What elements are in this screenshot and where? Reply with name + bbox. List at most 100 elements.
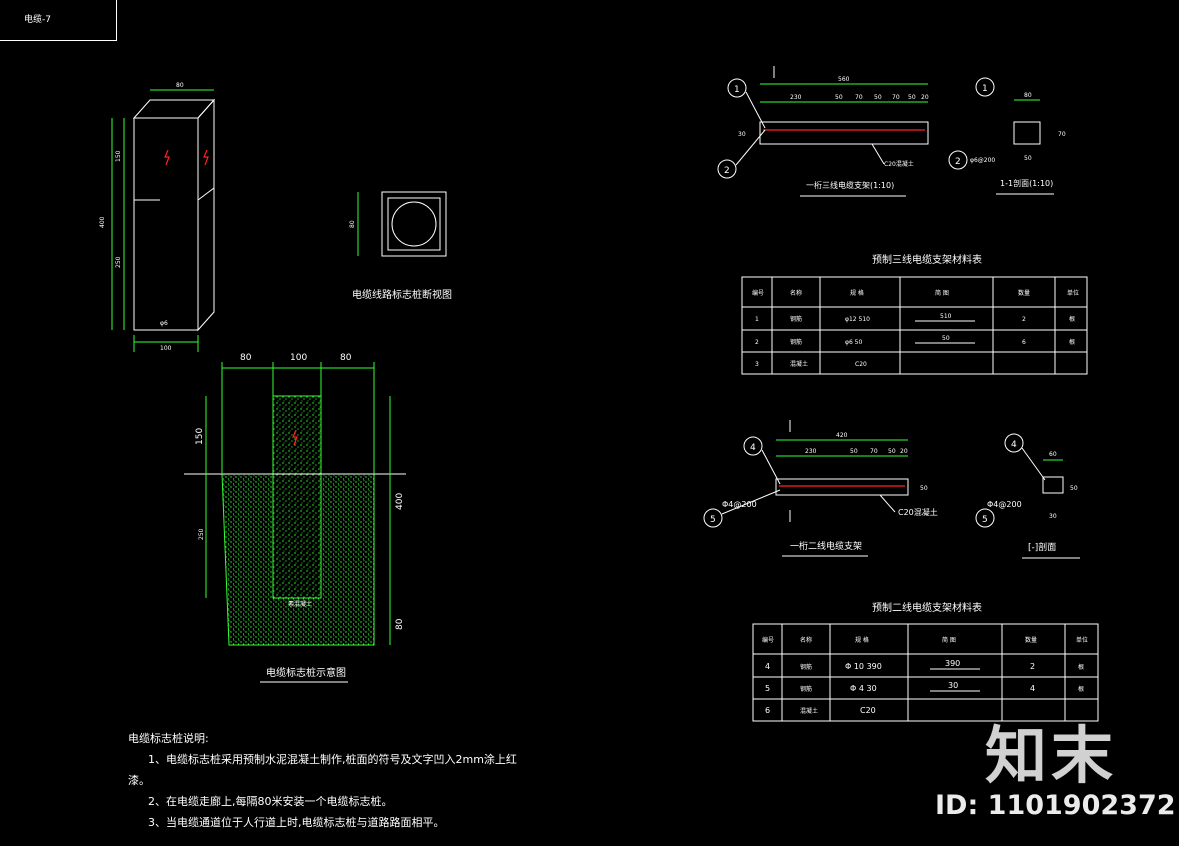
two-section-top: 60 [1049, 451, 1057, 458]
circle-4b-icon [1004, 433, 1024, 453]
svg-text:2: 2 [955, 157, 961, 167]
two-section-title: [-]剖面 [1028, 541, 1056, 553]
note-item-2: 2、在电缆走廊上,每隔80米安装一个电缆标志桩。 [148, 795, 393, 808]
t1-h0: 编号 [752, 289, 764, 297]
pile-dim-mid: 100 [290, 353, 307, 363]
three-height: 30 [738, 131, 746, 138]
circle-4-icon [743, 436, 763, 456]
table1-title: 预制三线电缆支架材料表 [872, 253, 982, 266]
t2-r1c0: 5 [765, 684, 770, 693]
t1-r1c4: 6 [1022, 339, 1026, 346]
three-wire-bracket: 560 230 50 70 50 70 50 20 30 1 2 C20混凝土 … [717, 66, 1066, 197]
t1-r0c5: 根 [1069, 315, 1075, 323]
note-item-1b: 漆。 [128, 774, 150, 787]
marker-plan-view: 80 电缆线路标志桩断视图 [349, 191, 452, 301]
marker-dim-upper: 150 [115, 150, 122, 162]
t1-h2: 规 格 [850, 289, 864, 297]
circle-5-icon [703, 508, 723, 528]
t1-r2c1: 混凝土 [790, 360, 808, 368]
three-rebar-label: φ6@200 [970, 157, 995, 164]
t1-h3: 简 图 [935, 289, 949, 297]
two-wire-bracket: 420 230 50 70 50 20 50 4 5 Φ4@200 C20混凝土… [703, 420, 1080, 559]
two-section-rebar: Φ4@200 [987, 500, 1022, 509]
t1-r0c0: 1 [755, 316, 759, 323]
sheet-tag-box: 电缆-7 [0, 0, 117, 41]
notes-title: 电缆标志桩说明: [128, 732, 209, 745]
pile-dim-above: 150 [195, 428, 205, 445]
two-seg-1: 50 [850, 448, 858, 455]
marker-elevation: 80 400 150 250 100 φ6 [99, 82, 216, 352]
marker-dim-top: 80 [176, 82, 184, 89]
pile-dim-left: 80 [240, 353, 252, 363]
t1-r1c1: 钢筋 [790, 338, 802, 346]
three-seg-6: 20 [921, 94, 929, 101]
t2-h1: 名称 [800, 636, 812, 644]
watermark-brand: 知末 [985, 719, 1118, 792]
svg-text:1: 1 [982, 84, 988, 94]
notes-block: 电缆标志桩说明: 1、电缆标志桩采用预制水泥混凝土制作,桩面的符号及文字凹入2m… [128, 728, 517, 833]
two-concrete-label: C20混凝土 [898, 507, 938, 517]
circle-5b-icon [975, 508, 995, 528]
pile-dim-right: 80 [340, 353, 352, 363]
note-item-3: 3、当电缆通道位于人行道上时,电缆标志桩与道路路面相平。 [148, 816, 445, 829]
circle-1-icon [727, 78, 747, 98]
table1: 预制三线电缆支架材料表 编号 名称 规 格 简 图 数量 单位 1 钢筋 φ12… [741, 253, 1088, 375]
two-circle-4: 4 [750, 443, 756, 453]
t2-r0c4: 2 [1030, 662, 1035, 671]
pile-title: 电缆标志桩示意图 [266, 666, 346, 679]
table2-title: 预制二线电缆支架材料表 [872, 601, 982, 614]
three-circle-1: 1 [734, 85, 740, 95]
circle-1b-icon [975, 77, 995, 97]
circle-2-icon [717, 159, 737, 179]
t1-h1: 名称 [790, 289, 802, 297]
t2-h0: 编号 [762, 636, 774, 644]
t1-h4: 数量 [1018, 289, 1030, 297]
three-seg-1: 50 [835, 94, 843, 101]
t2-r0c1: 钢筋 [800, 663, 812, 671]
marker-dim-total: 400 [99, 216, 106, 228]
t1-r2c0: 3 [755, 361, 759, 368]
pile-dim-inner: 250 [198, 528, 205, 540]
t1-r0c4: 2 [1022, 316, 1026, 323]
t1-r2c2: C20 [855, 361, 867, 368]
t2-r1c4: 4 [1030, 684, 1035, 693]
t2-r2c0: 6 [765, 706, 770, 715]
t1-r1c3: 50 [942, 335, 950, 342]
three-seg-3: 50 [874, 94, 882, 101]
t2-r1c1: 钢筋 [800, 685, 812, 693]
three-seg-5: 50 [908, 94, 916, 101]
two-seg-3: 50 [888, 448, 896, 455]
three-seg-0: 230 [790, 94, 802, 101]
two-seg-4: 20 [900, 448, 908, 455]
t1-r1c0: 2 [755, 339, 759, 346]
three-concrete-label: C20混凝土 [884, 160, 914, 168]
two-seg-0: 230 [805, 448, 817, 455]
t2-r0c0: 4 [765, 662, 770, 671]
two-rebar-label: Φ4@200 [722, 500, 757, 509]
svg-text:5: 5 [982, 515, 988, 525]
pile-dim-depth: 400 [395, 493, 405, 510]
t2-r1c3: 30 [948, 681, 958, 690]
two-circle-5: 5 [710, 515, 716, 525]
t2-r2c2: C20 [860, 706, 876, 715]
two-seg-2: 70 [870, 448, 878, 455]
two-total: 420 [836, 432, 848, 439]
t2-r0c2: Φ 10 390 [845, 662, 882, 671]
t2-h2: 规 格 [855, 636, 869, 644]
t2-h4: 数量 [1025, 636, 1037, 644]
sheet-tag: 电缆-7 [24, 15, 51, 25]
two-section-bottom: 30 [1049, 513, 1057, 520]
t1-h5: 单位 [1067, 289, 1079, 297]
t1-r1c2: φ6 50 [845, 339, 863, 346]
two-height: 50 [920, 485, 928, 492]
t2-r1c5: 根 [1078, 685, 1084, 693]
t1-r0c2: φ12 510 [845, 316, 870, 323]
t2-r1c2: Φ 4 30 [850, 684, 877, 693]
circle-2b-icon [948, 150, 968, 170]
pile-dim-base: 80 [395, 618, 405, 630]
three-section-top: 80 [1024, 92, 1032, 99]
three-title: 一桁三线电缆支架(1:10) [806, 180, 894, 190]
marker-section-title: 电缆线路标志桩断视图 [352, 288, 452, 301]
pile-bottom-label: 素混凝土 [288, 600, 312, 608]
